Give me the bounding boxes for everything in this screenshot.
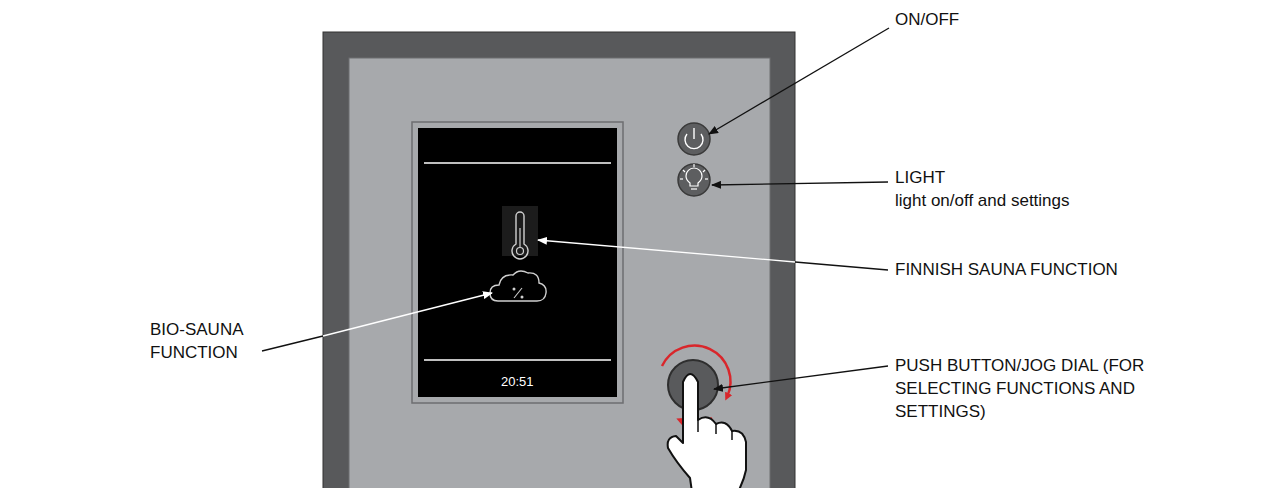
button-label: ON/OFF — [895, 8, 1155, 31]
display-screen: 20:51 — [418, 128, 617, 397]
button-label: LIGHT — [895, 166, 1155, 189]
leader-line — [795, 262, 888, 270]
clock-time: 20:51 — [501, 374, 534, 390]
button-description: light on/off and settings — [895, 189, 1155, 212]
leader-line — [709, 28, 889, 134]
leader-line — [712, 182, 888, 185]
function-label: FINNISH SAUNA FUNCTION — [895, 258, 1195, 281]
screen-icons — [418, 128, 617, 397]
leader-line — [262, 336, 323, 351]
leader-line — [714, 366, 888, 389]
function-label: BIO-SAUNA FUNCTION — [150, 318, 265, 364]
dial-label: PUSH BUTTON/JOG DIAL (FOR SELECTING FUNC… — [895, 354, 1157, 423]
